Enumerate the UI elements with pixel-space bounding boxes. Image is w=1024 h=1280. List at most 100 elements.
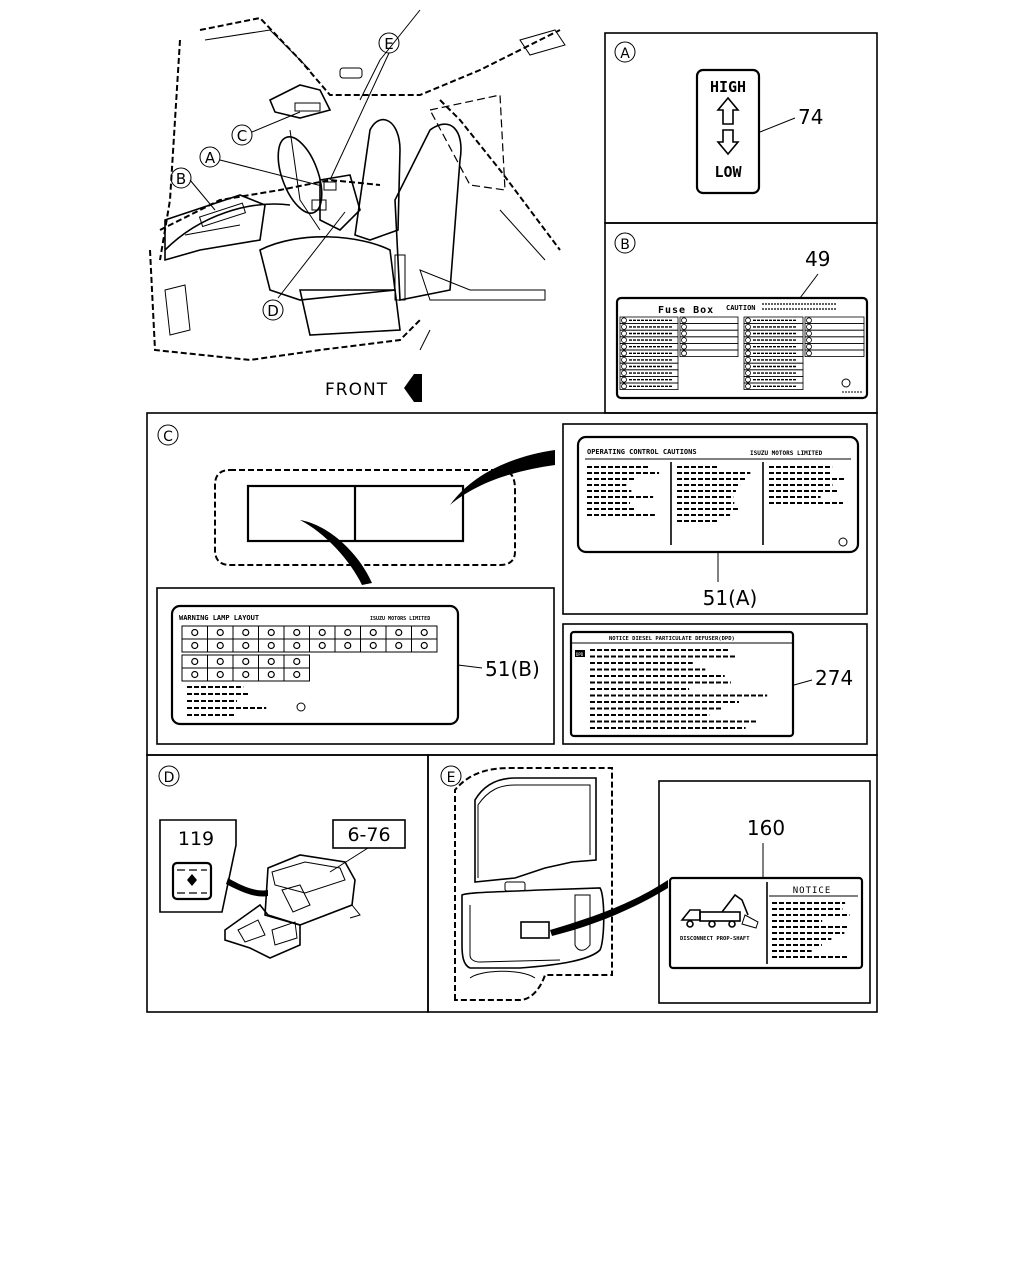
warning-lamp-icon [369,628,377,637]
fuse-cell [619,382,679,390]
cab-door [454,767,613,1001]
fuse-slot-icon [745,383,751,390]
warning-lamp-icon [267,670,275,679]
warning-lamp-cell [207,625,234,640]
fuse-slot-icon [681,330,687,337]
warning-lamp-icon [267,657,275,666]
fuse-cell [804,329,865,338]
warning-lamp-cell [207,638,234,653]
warning-lamp-icon [267,641,275,650]
warning-lamp-icon [242,670,250,679]
panel-c-letter: C [163,429,173,445]
fuse-slot-icon [806,337,812,344]
warning-lamp-icon [420,628,428,637]
fuse-slot-icon [621,350,627,357]
warning-lamp-cell [258,625,285,640]
warning-lamp-cell [309,625,336,640]
label-119-box [159,819,237,913]
leader-51a [450,450,555,505]
fuse-slot-icon [745,343,751,350]
cab-interior-illustration [149,9,566,362]
part-number-6-76: 6-76 [347,824,390,846]
fuse-slot-icon [806,317,812,324]
warning-lamp-icon [395,628,403,637]
warning-lamp-icon [293,657,301,666]
fuse-slot-icon [745,376,751,383]
warning-lamp-icon [242,641,250,650]
fuse-slot-icon [745,323,751,330]
warning-lamp-cell [334,638,361,653]
fuse-cell [679,316,739,324]
callout-b: B [176,170,186,188]
label-274-tag: DPD [576,652,584,657]
fuse-box-caution: CAUTION [726,304,756,312]
warning-lamp-cell [283,654,310,669]
fuse-slot-icon [621,356,627,363]
warning-lamp-icon [293,641,301,650]
warning-lamp-cell [181,638,208,653]
fuse-slot-icon [806,343,812,350]
warning-lamp-icon [267,628,275,637]
warning-lamp-icon [242,628,250,637]
panel-e-letter: E [447,770,456,786]
warning-lamp-cell [360,638,387,653]
fuse-slot-icon [621,330,627,337]
fuse-cell [679,329,739,338]
warning-lamp-icon [191,628,199,637]
prop-shaft-notice-label [668,876,864,970]
warning-lamp-cell [283,667,310,682]
fuse-slot-icon [681,317,687,324]
warning-lamp-cell [411,638,438,653]
warning-lamp-icon [293,670,301,679]
warning-lamp-icon [420,641,428,650]
fuse-slot-icon [681,337,687,344]
part-number-160: 160 [747,816,785,840]
label-119-sticker [171,861,213,901]
fuse-cell [679,323,739,331]
warning-lamp-cell [258,667,285,682]
panel-c: C OPERATING CONTROL CAUTIONS ISUZU MOTOR… [146,412,878,756]
part-number-274: 274 [815,666,853,690]
warning-lamp-cell [309,638,336,653]
fuse-slot-icon [745,337,751,344]
warning-lamp-grid [181,625,438,682]
label-high: HIGH [710,78,746,96]
overview-callouts: E C A B D [170,32,400,321]
fuse-slot-icon [745,330,751,337]
warning-lamp-icon [369,641,377,650]
fuse-cell [804,342,865,351]
warning-lamp-icon [293,628,301,637]
front-arrow-icon [404,374,422,402]
warning-lamp-icon [216,628,224,637]
part-number-6-76-box [332,819,406,849]
label-51b-title: WARNING LAMP LAYOUT [179,614,259,622]
fuse-slot-icon [806,323,812,330]
warning-lamp-cell [207,654,234,669]
fuse-slot-icon [621,370,627,377]
text-lines-51a [587,466,845,522]
warning-lamp-cell [232,638,259,653]
fuse-slot-icon [806,330,812,337]
fuse-slot-icon [681,343,687,350]
callout-e: E [384,35,393,53]
callout-a: A [205,149,216,167]
panel-d: D 119 6-76 [146,754,429,1013]
arrow-down-icon [716,129,740,156]
callout-c: C [237,127,247,145]
warning-lamp-icon [395,641,403,650]
text-lines-160 [772,902,850,958]
leader-51b [300,520,372,585]
part-number-51b: 51(B) [485,657,540,681]
warning-lamp-cell [232,625,259,640]
warning-lamp-cell [232,654,259,669]
warning-lamp-icon [216,670,224,679]
warning-lamp-cell [283,638,310,653]
label-51b-maker: ISUZU MOTORS LIMITED [370,616,430,622]
warning-lamp-icon [216,657,224,666]
fuse-slot-icon [745,317,751,324]
warning-lamp-cell [360,625,387,640]
fuse-grid [619,303,865,393]
panel-e: E 160 NOTICE [427,754,878,1013]
notice-title: NOTICE [793,886,832,896]
arrow-up-icon [716,96,740,125]
